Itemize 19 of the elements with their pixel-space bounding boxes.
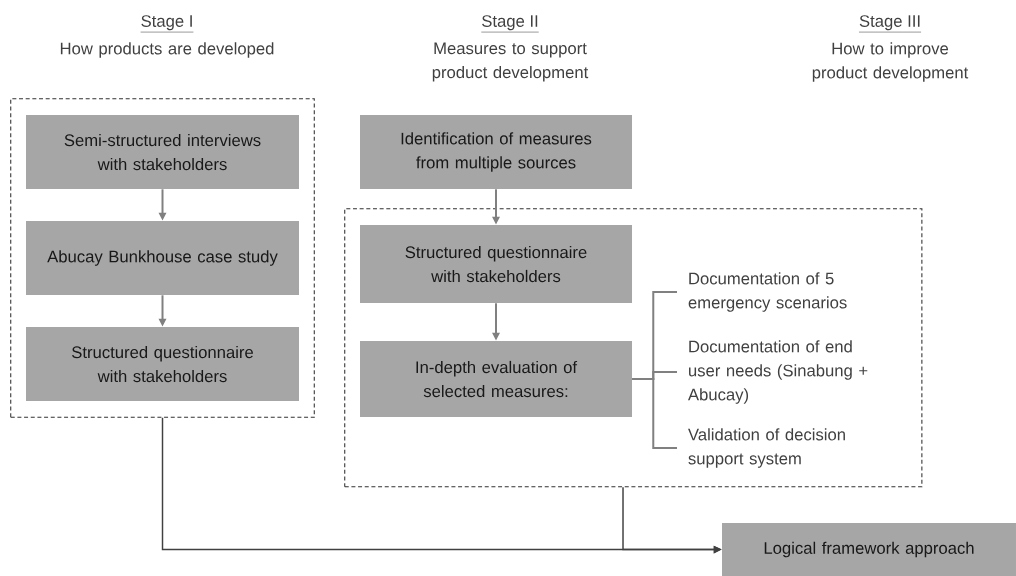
process-box: Identification of measures from multiple sources — [360, 115, 632, 189]
process-box: Logical framework approach — [722, 523, 1016, 576]
bracket-line — [631, 378, 678, 449]
dashed-group-frame — [344, 208, 923, 488]
process-box: Structured questionnaire with stakeholders — [26, 327, 299, 401]
bracket-item: Documentation of 5 emergency scenarios — [688, 272, 847, 312]
bracket-item: Validation of decision support system — [688, 428, 845, 468]
stage-heading: Stage II — [481, 15, 539, 33]
stage-description: How products are developed — [60, 42, 274, 58]
process-box: Structured questionnaire with stakeholders — [360, 225, 632, 303]
stage-heading: Stage I — [140, 15, 194, 33]
stage-description: How to improve product development — [812, 42, 969, 82]
process-box: In-depth evaluation of selected measures: — [360, 341, 632, 417]
bracket-item: Documentation of end user needs (Sinabung + Abucay) — [688, 340, 868, 404]
process-box: Abucay Bunkhouse case study — [26, 221, 299, 295]
process-box: Semi-structured interviews with stakeholders — [26, 115, 299, 189]
dashed-group-frame — [10, 98, 315, 418]
stage-description: Measures to support product development — [432, 42, 589, 82]
stage-heading: Stage III — [858, 15, 922, 33]
